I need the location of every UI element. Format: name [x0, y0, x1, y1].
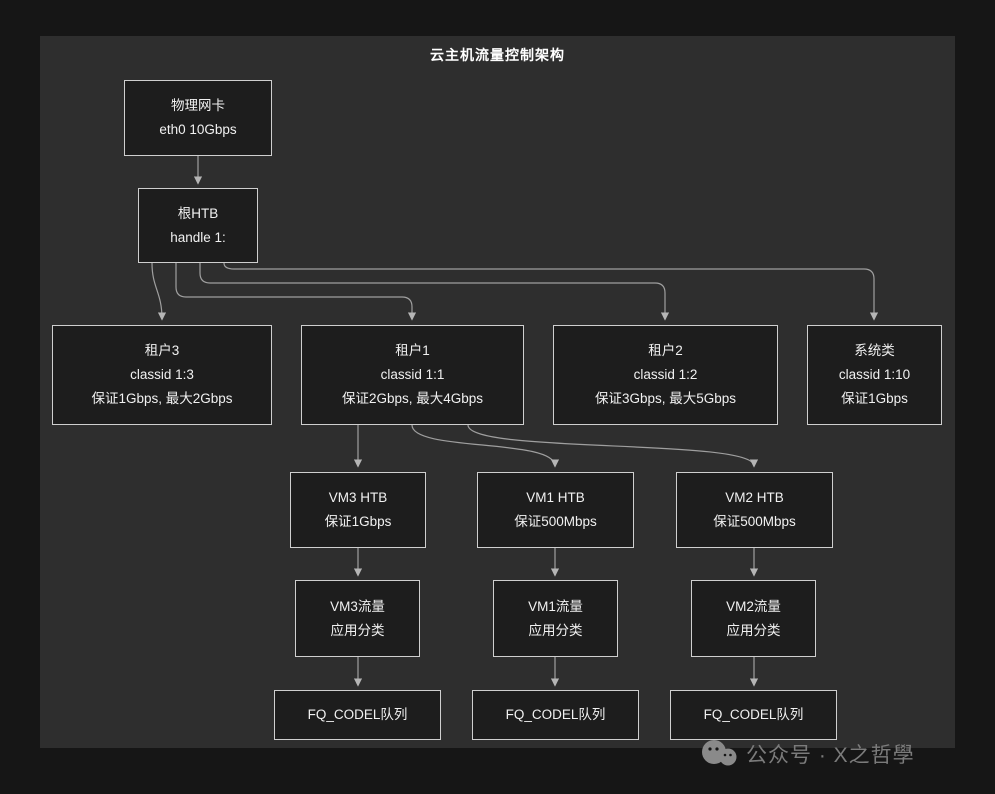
- node-label: FQ_CODEL队列: [505, 707, 606, 722]
- node-label: VM3 HTB: [328, 490, 388, 505]
- node-system-class: 系统类 classid 1:10 保证1Gbps: [807, 325, 942, 425]
- node-sublabel: classid 1:1: [380, 367, 445, 382]
- node-label: VM1 HTB: [526, 490, 585, 505]
- watermark-text: 公众号 · X之哲學: [746, 744, 915, 767]
- node-sublabel: 保证1Gbps: [324, 514, 392, 529]
- node-label: 系统类: [854, 343, 895, 358]
- node-vm2-htb: VM2 HTB 保证500Mbps: [676, 472, 833, 548]
- node-vm3-app-classify: VM3流量 应用分类: [295, 580, 420, 657]
- edge-root-tenant3: [151, 262, 167, 321]
- node-fq-codel-queue-vm3: FQ_CODEL队列: [274, 690, 441, 740]
- node-label: 根HTB: [177, 205, 219, 221]
- node-sublabel: eth0 10Gbps: [159, 122, 237, 137]
- node-label: VM3流量: [330, 598, 385, 614]
- node-label: 租户1: [395, 343, 430, 358]
- node-sublabel: 应用分类: [528, 622, 583, 638]
- node-fq-codel-queue-vm2: FQ_CODEL队列: [670, 690, 837, 740]
- node-tenant2: 租户2 classid 1:2 保证3Gbps, 最大5Gbps: [553, 325, 778, 425]
- node-sublabel: 应用分类: [726, 622, 781, 638]
- node-sublabel: classid 1:2: [633, 367, 698, 382]
- node-tenant1: 租户1 classid 1:1 保证2Gbps, 最大4Gbps: [301, 325, 524, 425]
- node-label: FQ_CODEL队列: [307, 707, 408, 722]
- node-sublabel: 保证3Gbps, 最大5Gbps: [594, 391, 737, 406]
- wechat-official-account-icon: [702, 740, 737, 766]
- node-sublabel: 保证500Mbps: [713, 514, 796, 529]
- node-label: 物理网卡: [171, 98, 225, 113]
- node-sublabel: 保证1Gbps: [841, 391, 908, 406]
- node-sublabel: classid 1:3: [130, 367, 194, 382]
- node-fq-codel-queue-vm1: FQ_CODEL队列: [472, 690, 639, 740]
- edge-root-system: [223, 262, 879, 321]
- node-sublabel: 保证1Gbps, 最大2Gbps: [91, 391, 233, 406]
- node-label: VM2流量: [726, 598, 781, 614]
- node-physical-nic: 物理网卡 eth0 10Gbps: [124, 80, 272, 156]
- edge-tenant1-vm1: [411, 424, 560, 468]
- node-sublabel: 应用分类: [330, 622, 385, 638]
- node-vm1-app-classify: VM1流量 应用分类: [493, 580, 618, 657]
- diagram-canvas: 云主机流量控制架构: [40, 36, 955, 748]
- edge-root-tenant2: [199, 263, 670, 321]
- edge-tenant1-vm2: [467, 424, 759, 468]
- node-label: FQ_CODEL队列: [703, 707, 804, 722]
- node-vm1-htb: VM1 HTB 保证500Mbps: [477, 472, 634, 548]
- node-sublabel: 保证2Gbps, 最大4Gbps: [341, 391, 484, 406]
- node-root-htb: 根HTB handle 1:: [138, 188, 258, 263]
- node-vm3-htb: VM3 HTB 保证1Gbps: [290, 472, 426, 548]
- node-label: VM2 HTB: [725, 490, 784, 505]
- node-label: 租户2: [648, 343, 683, 358]
- node-label: VM1流量: [528, 598, 583, 614]
- edge-root-tenant1: [175, 263, 417, 321]
- watermark: 公众号 · X之哲學: [701, 734, 915, 774]
- diagram-title: 云主机流量控制架构: [430, 47, 565, 63]
- node-sublabel: classid 1:10: [838, 367, 911, 382]
- node-sublabel: handle 1:: [170, 229, 226, 245]
- node-sublabel: 保证500Mbps: [514, 514, 597, 529]
- node-label: 租户3: [144, 343, 180, 358]
- node-vm2-app-classify: VM2流量 应用分类: [691, 580, 816, 657]
- node-tenant3: 租户3 classid 1:3 保证1Gbps, 最大2Gbps: [52, 325, 272, 425]
